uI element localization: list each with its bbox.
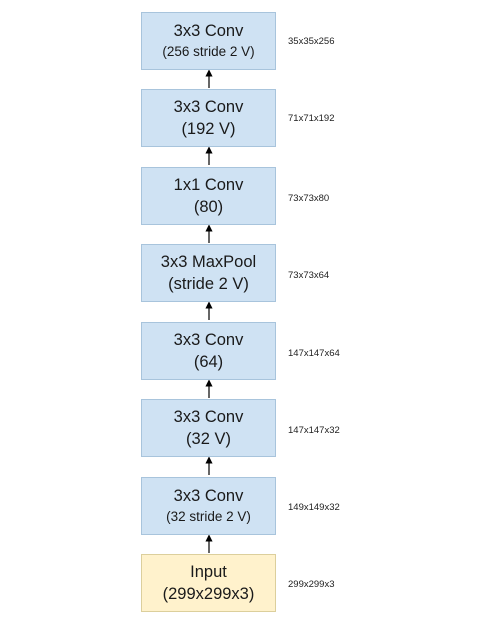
layer-detail: (32 V)	[186, 430, 231, 448]
shape-label: 71x71x192	[288, 113, 335, 124]
layer-title: Input	[190, 563, 227, 581]
shape-label: 73x73x80	[288, 193, 330, 204]
layer-block-conv-64: 3x3 Conv (64)	[141, 322, 276, 380]
shape-label: 35x35x256	[288, 36, 335, 47]
layer-block-conv-256: 3x3 Conv (256 stride 2 V)	[141, 12, 276, 70]
layer-title: 3x3 Conv	[173, 98, 244, 116]
layer-title: 1x1 Conv	[173, 176, 244, 194]
layer-block-conv-80: 1x1 Conv (80)	[141, 167, 276, 225]
shape-label: 73x73x64	[288, 270, 330, 281]
shape-label: 147x147x32	[288, 425, 340, 436]
input-block: Input (299x299x3)	[141, 554, 276, 612]
shape-label: 149x149x32	[288, 502, 340, 513]
shape-label: 147x147x64	[288, 348, 340, 359]
layer-title: 3x3 Conv	[173, 22, 244, 40]
layer-detail: (32 stride 2 V)	[166, 509, 251, 524]
layer-block-conv-32-stride: 3x3 Conv (32 stride 2 V)	[141, 477, 276, 535]
layer-title: 3x3 Conv	[173, 408, 244, 426]
layer-block-maxpool: 3x3 MaxPool (stride 2 V)	[141, 244, 276, 302]
layer-detail: (64)	[193, 353, 224, 371]
layer-title: 3x3 Conv	[173, 331, 244, 349]
layer-title: 3x3 Conv	[173, 487, 244, 505]
layer-detail: (299x299x3)	[162, 585, 255, 603]
layer-detail: (192 V)	[181, 120, 236, 138]
shape-label: 299x299x3	[288, 579, 335, 590]
layer-title: 3x3 MaxPool	[160, 253, 257, 271]
layer-detail: (256 stride 2 V)	[162, 44, 255, 59]
layer-detail: (stride 2 V)	[168, 275, 249, 293]
layer-block-conv-32: 3x3 Conv (32 V)	[141, 399, 276, 457]
layer-block-conv-192: 3x3 Conv (192 V)	[141, 89, 276, 147]
layer-detail: (80)	[193, 198, 224, 216]
